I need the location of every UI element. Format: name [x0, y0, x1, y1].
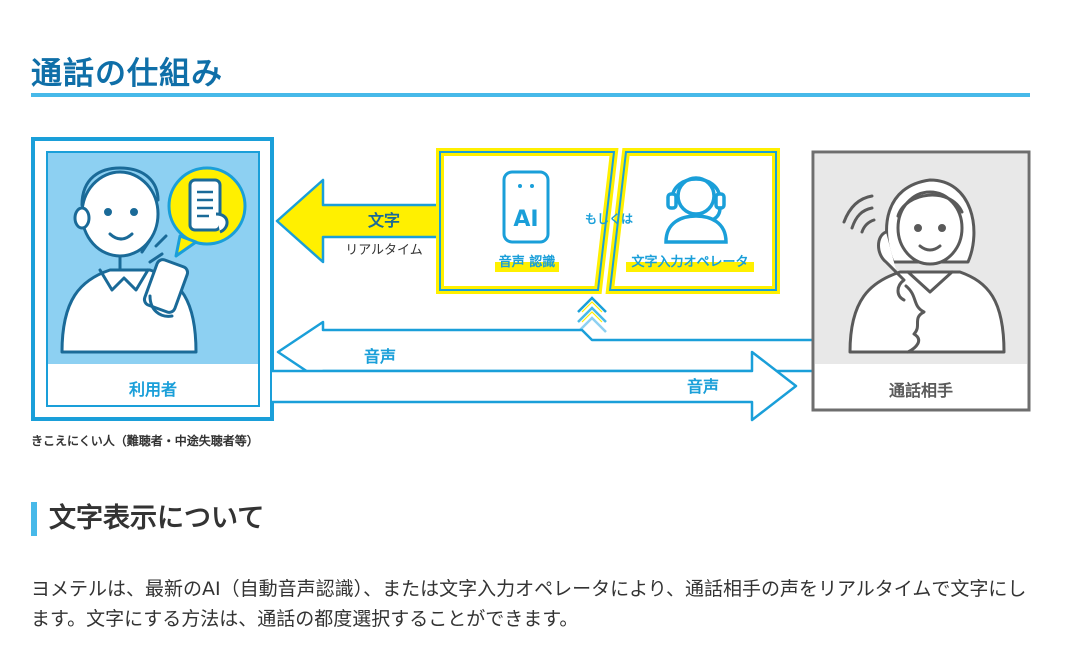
- partner-person-illustration: [842, 178, 1006, 354]
- text-arrow-label: 文字: [368, 211, 400, 230]
- phone-text-bubble-icon: [167, 166, 247, 258]
- voice-right-label: 音声: [687, 377, 719, 396]
- voice-arrow-to-partner: 音声: [272, 350, 798, 422]
- user-caption: きこえにくい人（難聴者・中途失聴者等）: [31, 434, 259, 448]
- user-person-illustration: [60, 166, 198, 354]
- voice-left-label: 音声: [364, 347, 396, 366]
- conversion-box: AI 音声 認識 もしくは 文字入力オペレータ: [436, 148, 780, 294]
- partner-label: 通話相手: [889, 381, 953, 400]
- user-label: 利用者: [129, 380, 177, 399]
- ai-icon-text: AI: [513, 207, 538, 232]
- body-paragraph: ヨメテルは、最新のAI（自動音声認識）、または文字入力オペレータにより、通話相手…: [31, 578, 1027, 630]
- ai-phone-icon: AI: [502, 170, 550, 244]
- ai-speech-recognition-label: 音声 認識: [499, 254, 556, 270]
- or-label: もしくは: [585, 212, 633, 226]
- up-chevrons-icon: [577, 296, 607, 333]
- realtime-label: リアルタイム: [345, 243, 423, 258]
- title-underline: [31, 93, 1030, 97]
- operator-label: 文字入力オペレータ: [631, 254, 748, 270]
- up-chevrons-fill: [581, 301, 603, 323]
- section-heading: 文字表示について: [31, 502, 264, 536]
- user-panel: 利用者: [31, 137, 274, 421]
- partner-panel: 通話相手: [811, 150, 1031, 412]
- page-title: 通話の仕組み: [31, 56, 223, 92]
- text-arrow: 文字 リアルタイム: [275, 178, 442, 264]
- operator-headset-icon: [664, 176, 728, 244]
